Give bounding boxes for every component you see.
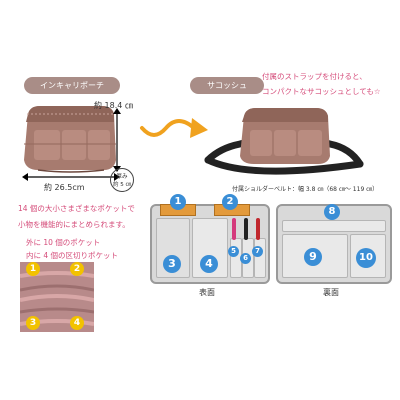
back-label: 裏面	[323, 288, 339, 297]
outer-pockets: 外に 10 個のポケット	[26, 238, 101, 247]
back-number-10: 10	[356, 248, 376, 268]
front-number-2: 2	[222, 194, 238, 210]
inner-pockets: 内に 4 個の区切りポケット	[26, 251, 119, 260]
curved-arrow-icon	[140, 118, 208, 138]
pockets-desc-1: 14 個の大小さまざまなポケットで	[18, 204, 135, 213]
inner-number-4: 4	[70, 316, 84, 330]
inner-number-3: 3	[26, 316, 40, 330]
sacoche-label: サコッシュ	[190, 77, 264, 94]
back-number-8: 8	[324, 204, 340, 220]
depth-badge: 厚み 約 5 ㎝	[110, 168, 134, 192]
width-label: 約 26.5cm	[44, 183, 85, 192]
back-pocket-8	[282, 220, 386, 232]
inner-number-2: 2	[70, 262, 84, 276]
back-number-9: 9	[304, 248, 322, 266]
height-label: 約 18.4 ㎝	[94, 101, 133, 110]
width-arrow	[22, 173, 120, 181]
sacoche-desc-1: 付属のストラップを付けると、	[262, 72, 367, 81]
pouch-image	[24, 106, 116, 173]
pen-icon	[232, 218, 236, 240]
sacoche-image	[204, 108, 364, 175]
inner-pouch-label: インキャリポーチ	[24, 77, 120, 94]
height-arrow	[113, 108, 121, 172]
sacoche-desc-2: コンパクトなサコッシュとしても☆	[262, 87, 381, 96]
pockets-desc-2: 小物を機能的にまとめられます。	[18, 220, 130, 229]
pen-icon	[256, 218, 260, 240]
strap-label: 付属ショルダーベルト：幅 3.8 ㎝（68 ㎝～ 119 ㎝）	[232, 186, 379, 193]
front-label: 表面	[199, 288, 215, 297]
front-number-6: 6	[240, 253, 251, 264]
front-number-4: 4	[200, 255, 218, 273]
front-number-5: 5	[228, 246, 239, 257]
front-number-3: 3	[163, 255, 181, 273]
front-number-7: 7	[252, 246, 263, 257]
front-number-1: 1	[170, 194, 186, 210]
front-pocket-7	[254, 238, 266, 278]
inner-number-1: 1	[26, 262, 40, 276]
pen-icon	[244, 218, 248, 240]
